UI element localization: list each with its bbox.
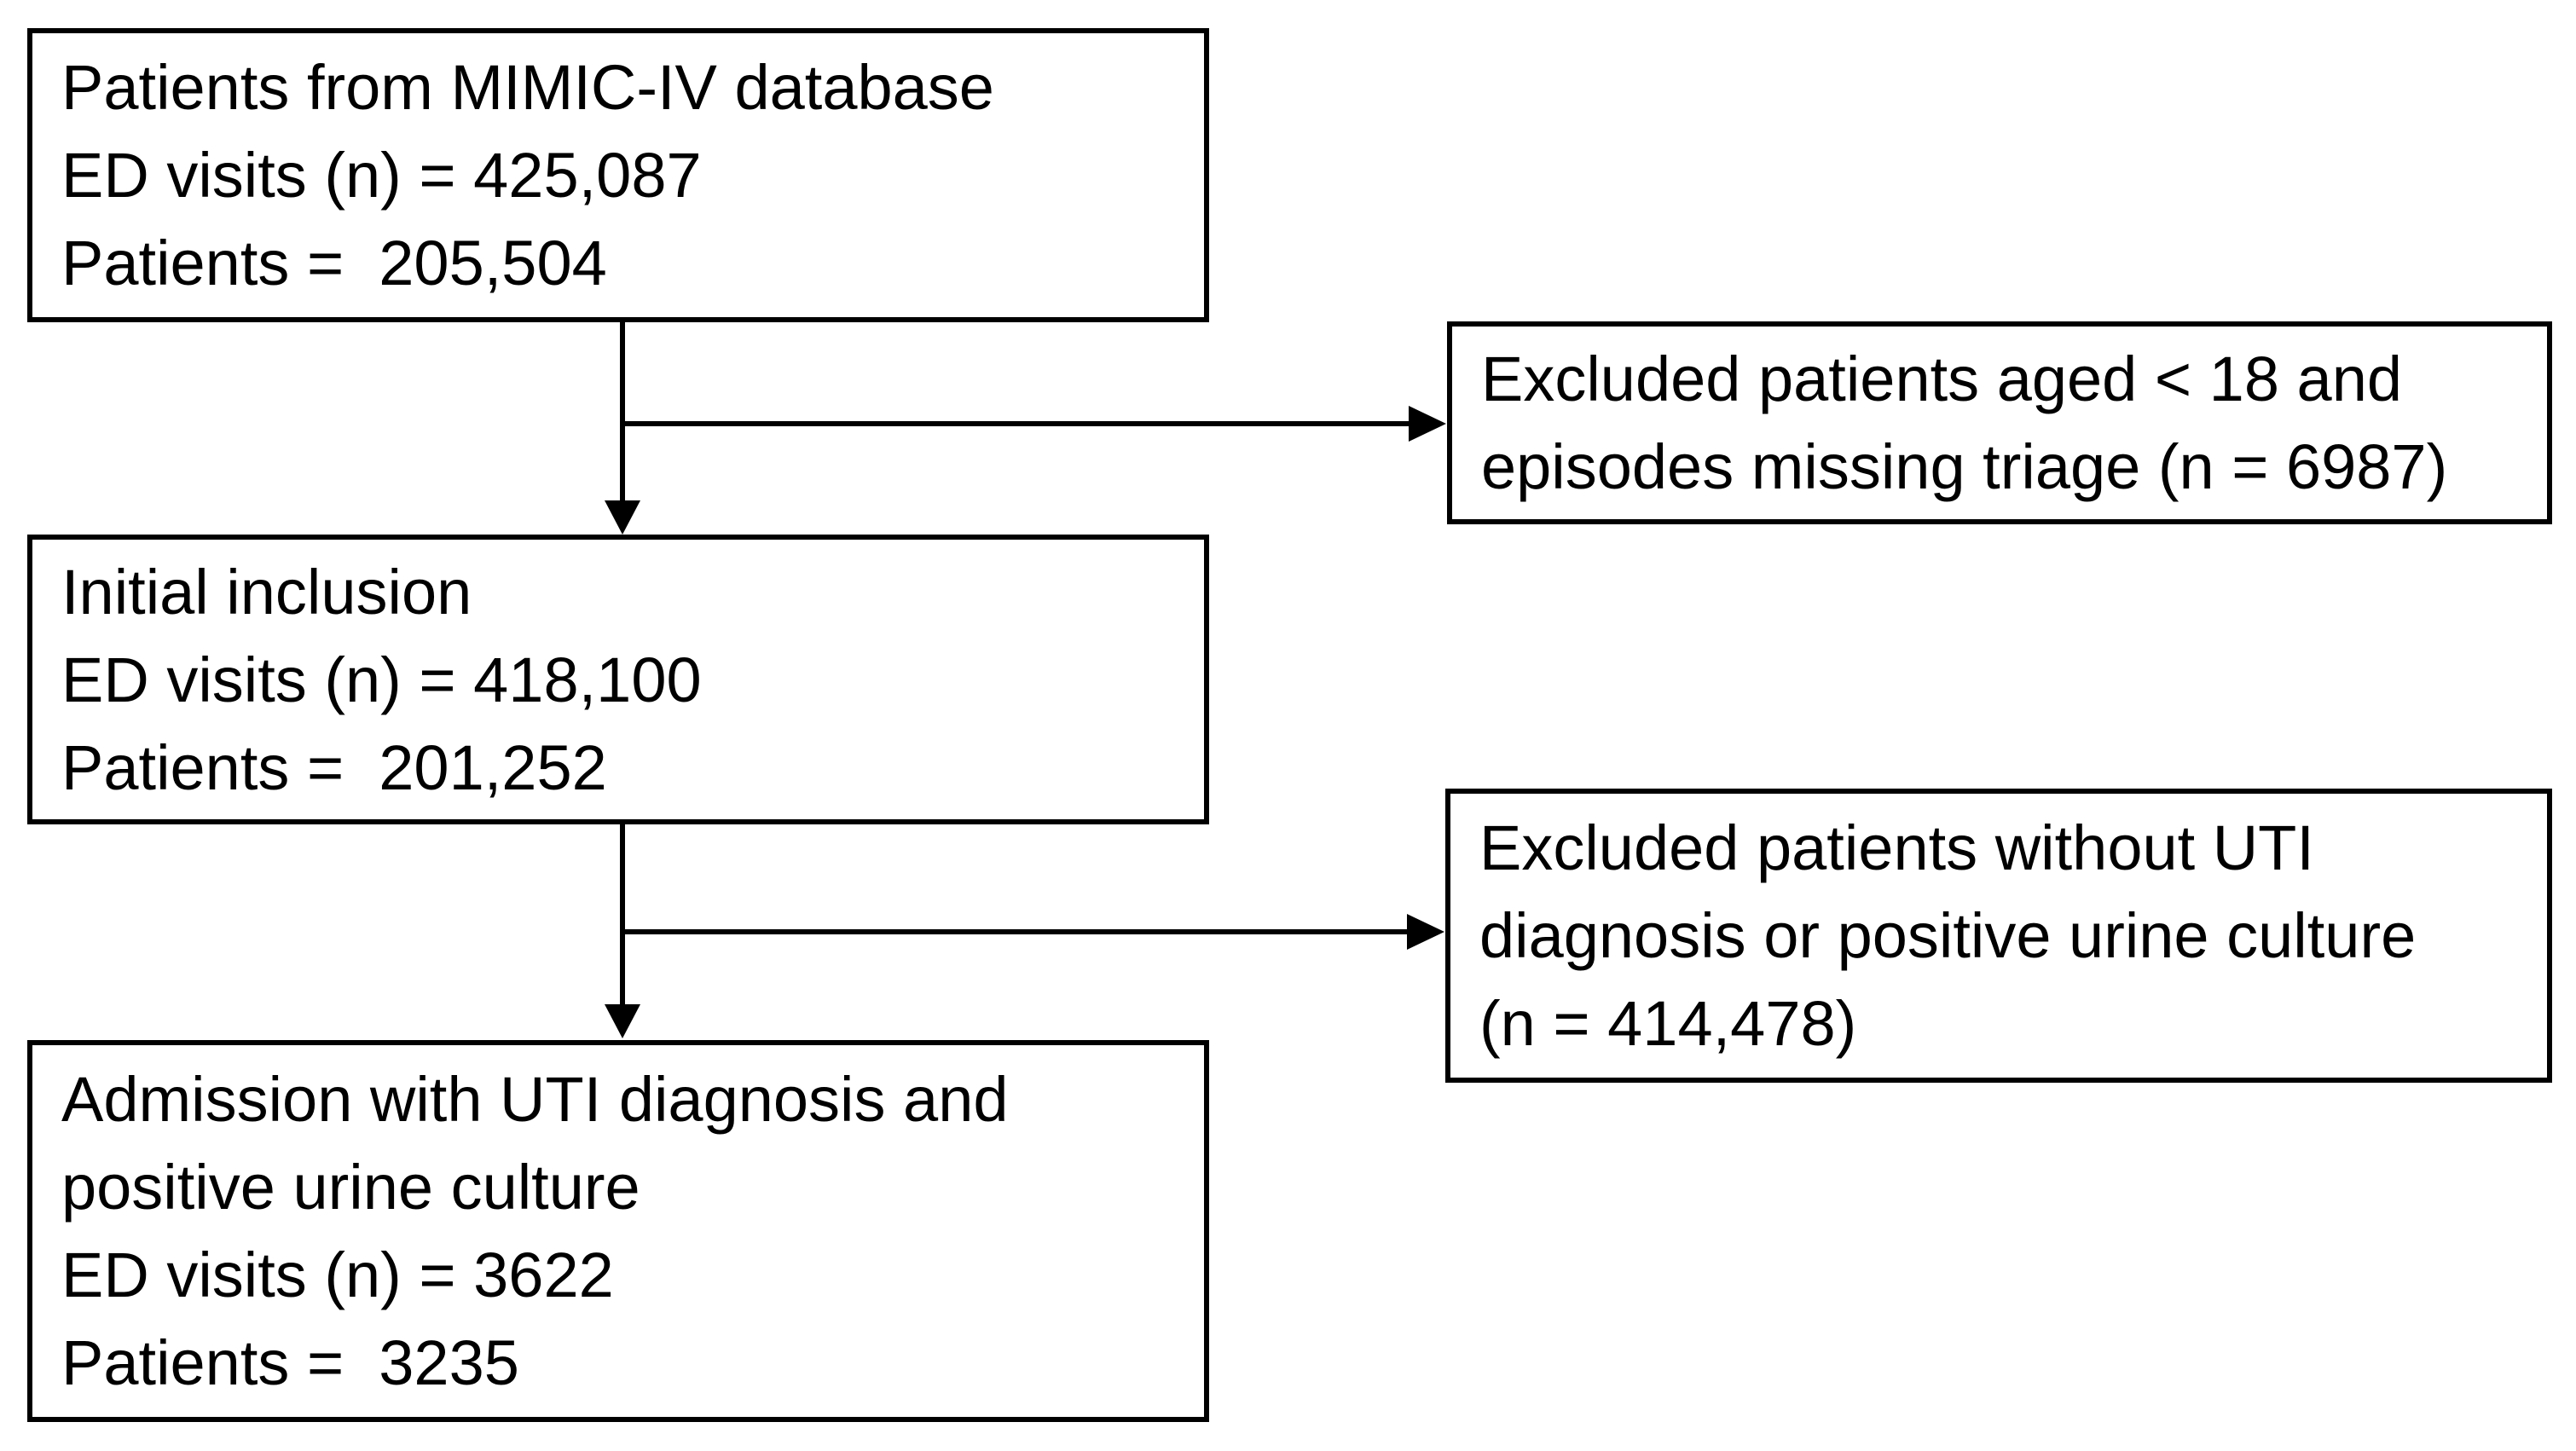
box-text-line: episodes missing triage (n = 6987) (1481, 431, 2448, 502)
arrowhead-right-icon (1407, 914, 1444, 950)
arrow-line-horizontal-2 (620, 929, 1408, 934)
box-text-line: ED visits (n) = 425,087 (61, 140, 702, 211)
arrowhead-down-icon (605, 500, 640, 535)
box-excluded-no-uti: Excluded patients without UTI diagnosis … (1445, 789, 2552, 1083)
arrowhead-down-icon (605, 1004, 640, 1038)
arrow-line-vertical-2 (620, 824, 625, 1005)
box-text-line: Patients from MIMIC-IV database (61, 52, 994, 123)
box-text-line: diagnosis or positive urine culture (1479, 900, 2417, 971)
box-text-line: positive urine culture (61, 1152, 640, 1223)
box-excluded-age-triage: Excluded patients aged < 18 and episodes… (1447, 321, 2552, 524)
box-text-line: Initial inclusion (61, 556, 472, 627)
box-text-line: ED visits (n) = 3622 (61, 1240, 614, 1310)
box-text-line: Excluded patients without UTI (1479, 812, 2314, 883)
box-initial-inclusion: Initial inclusion ED visits (n) = 418,10… (27, 535, 1209, 824)
box-text-line: Patients = 201,252 (61, 731, 607, 803)
box-text-line: Patients = 205,504 (61, 228, 607, 298)
box-mimic-source: Patients from MIMIC-IV database ED visit… (27, 28, 1209, 322)
box-text-line: Excluded patients aged < 18 and (1481, 344, 2403, 414)
box-text-line: Patients = 3235 (61, 1327, 519, 1398)
box-uti-admission: Admission with UTI diagnosis and positiv… (27, 1040, 1209, 1422)
box-text-line: (n = 414,478) (1479, 988, 1857, 1059)
box-text-line: Admission with UTI diagnosis and (61, 1064, 1009, 1135)
arrowhead-right-icon (1409, 406, 1446, 442)
box-text-line: ED visits (n) = 418,100 (61, 644, 702, 715)
arrow-line-horizontal-1 (620, 421, 1410, 426)
arrow-line-vertical-1 (620, 322, 625, 503)
